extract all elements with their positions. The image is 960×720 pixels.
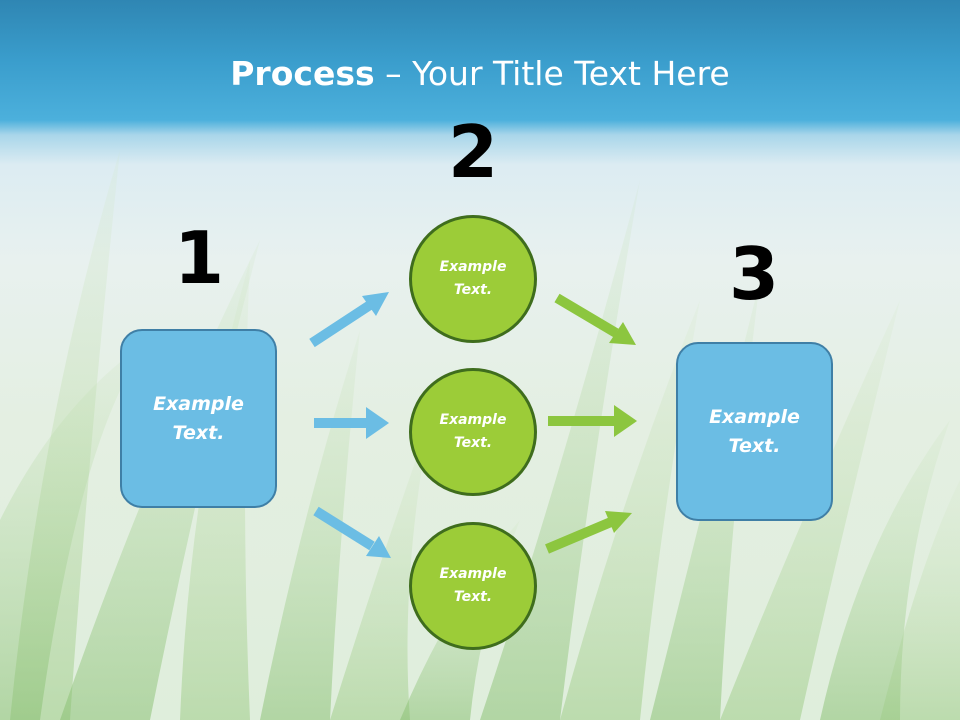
process-circle-top: Example Text. (409, 215, 537, 343)
slide-title: Process – Your Title Text Here (0, 52, 960, 96)
arrow-left-to-middle (314, 407, 389, 439)
circle-bottom-label: Example Text. (439, 566, 507, 605)
circle-top-label: Example Text. (439, 259, 507, 298)
circle-middle-label: Example Text. (439, 412, 507, 451)
arrow-top-to-right (554, 293, 636, 345)
arrow-left-to-top (309, 292, 389, 348)
title-rest: – Your Title Text Here (374, 54, 730, 93)
process-circle-middle: Example Text. (409, 368, 537, 496)
arrow-left-to-bottom (313, 506, 391, 558)
arrow-bottom-to-right (545, 511, 632, 554)
left-process-box: Example Text. (120, 329, 277, 508)
right-process-box: Example Text. (676, 342, 833, 521)
process-circle-bottom: Example Text. (409, 522, 537, 650)
step-number-3: 3 (728, 232, 780, 316)
arrow-middle-to-right (548, 405, 637, 437)
title-bold: Process (230, 54, 375, 93)
left-box-label: Example Text. (153, 392, 244, 444)
step-number-2: 2 (447, 110, 499, 194)
right-box-label: Example Text. (709, 405, 800, 457)
step-number-1: 1 (173, 216, 225, 300)
